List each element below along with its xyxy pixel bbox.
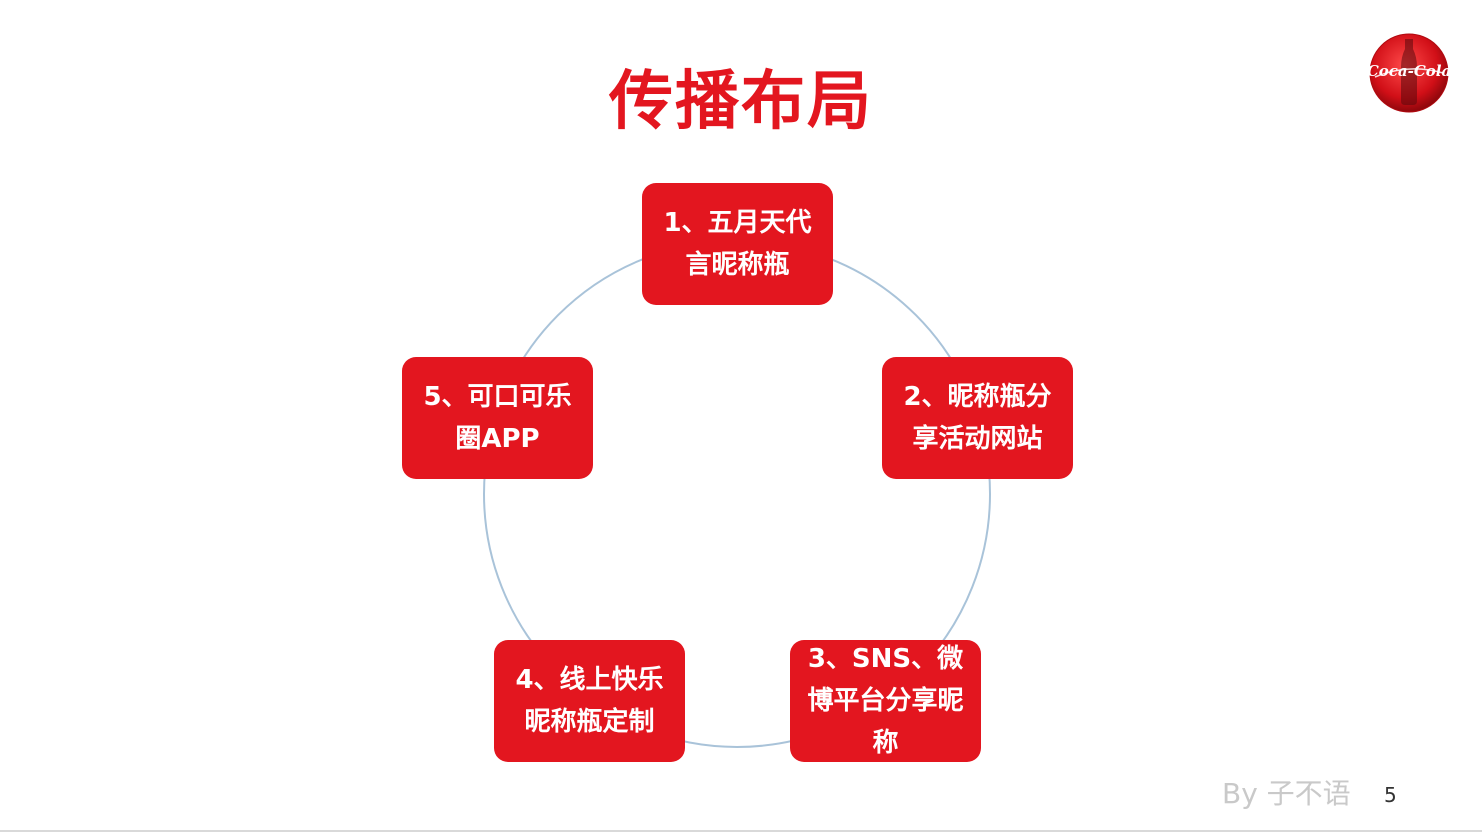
cycle-node-2: 2、昵称瓶分享活动网站 bbox=[882, 357, 1073, 479]
cycle-node-4: 4、线上快乐昵称瓶定制 bbox=[494, 640, 685, 762]
page-number: 5 bbox=[1384, 783, 1397, 807]
cycle-node-label: 1、五月天代言昵称瓶 bbox=[663, 208, 812, 280]
cycle-node-label: 2、昵称瓶分享活动网站 bbox=[903, 382, 1052, 454]
cycle-node-1: 1、五月天代言昵称瓶 bbox=[642, 183, 833, 305]
slide-title: 传播布局 bbox=[609, 65, 873, 139]
svg-text:Coca-Cola: Coca-Cola bbox=[1369, 62, 1449, 80]
cycle-node-label: 5、可口可乐圈APP bbox=[423, 382, 572, 454]
footer-credit: By 子不语 bbox=[1222, 777, 1351, 810]
coca-cola-logo: Coca-Cola bbox=[1369, 33, 1449, 113]
cycle-node-5: 5、可口可乐圈APP bbox=[402, 357, 593, 479]
cycle-node-label: 4、线上快乐昵称瓶定制 bbox=[515, 665, 664, 737]
cycle-node-label: 3、SNS、微博平台分享昵称 bbox=[807, 644, 964, 758]
bottom-divider bbox=[0, 830, 1482, 832]
cycle-node-3: 3、SNS、微博平台分享昵称 bbox=[790, 640, 981, 762]
